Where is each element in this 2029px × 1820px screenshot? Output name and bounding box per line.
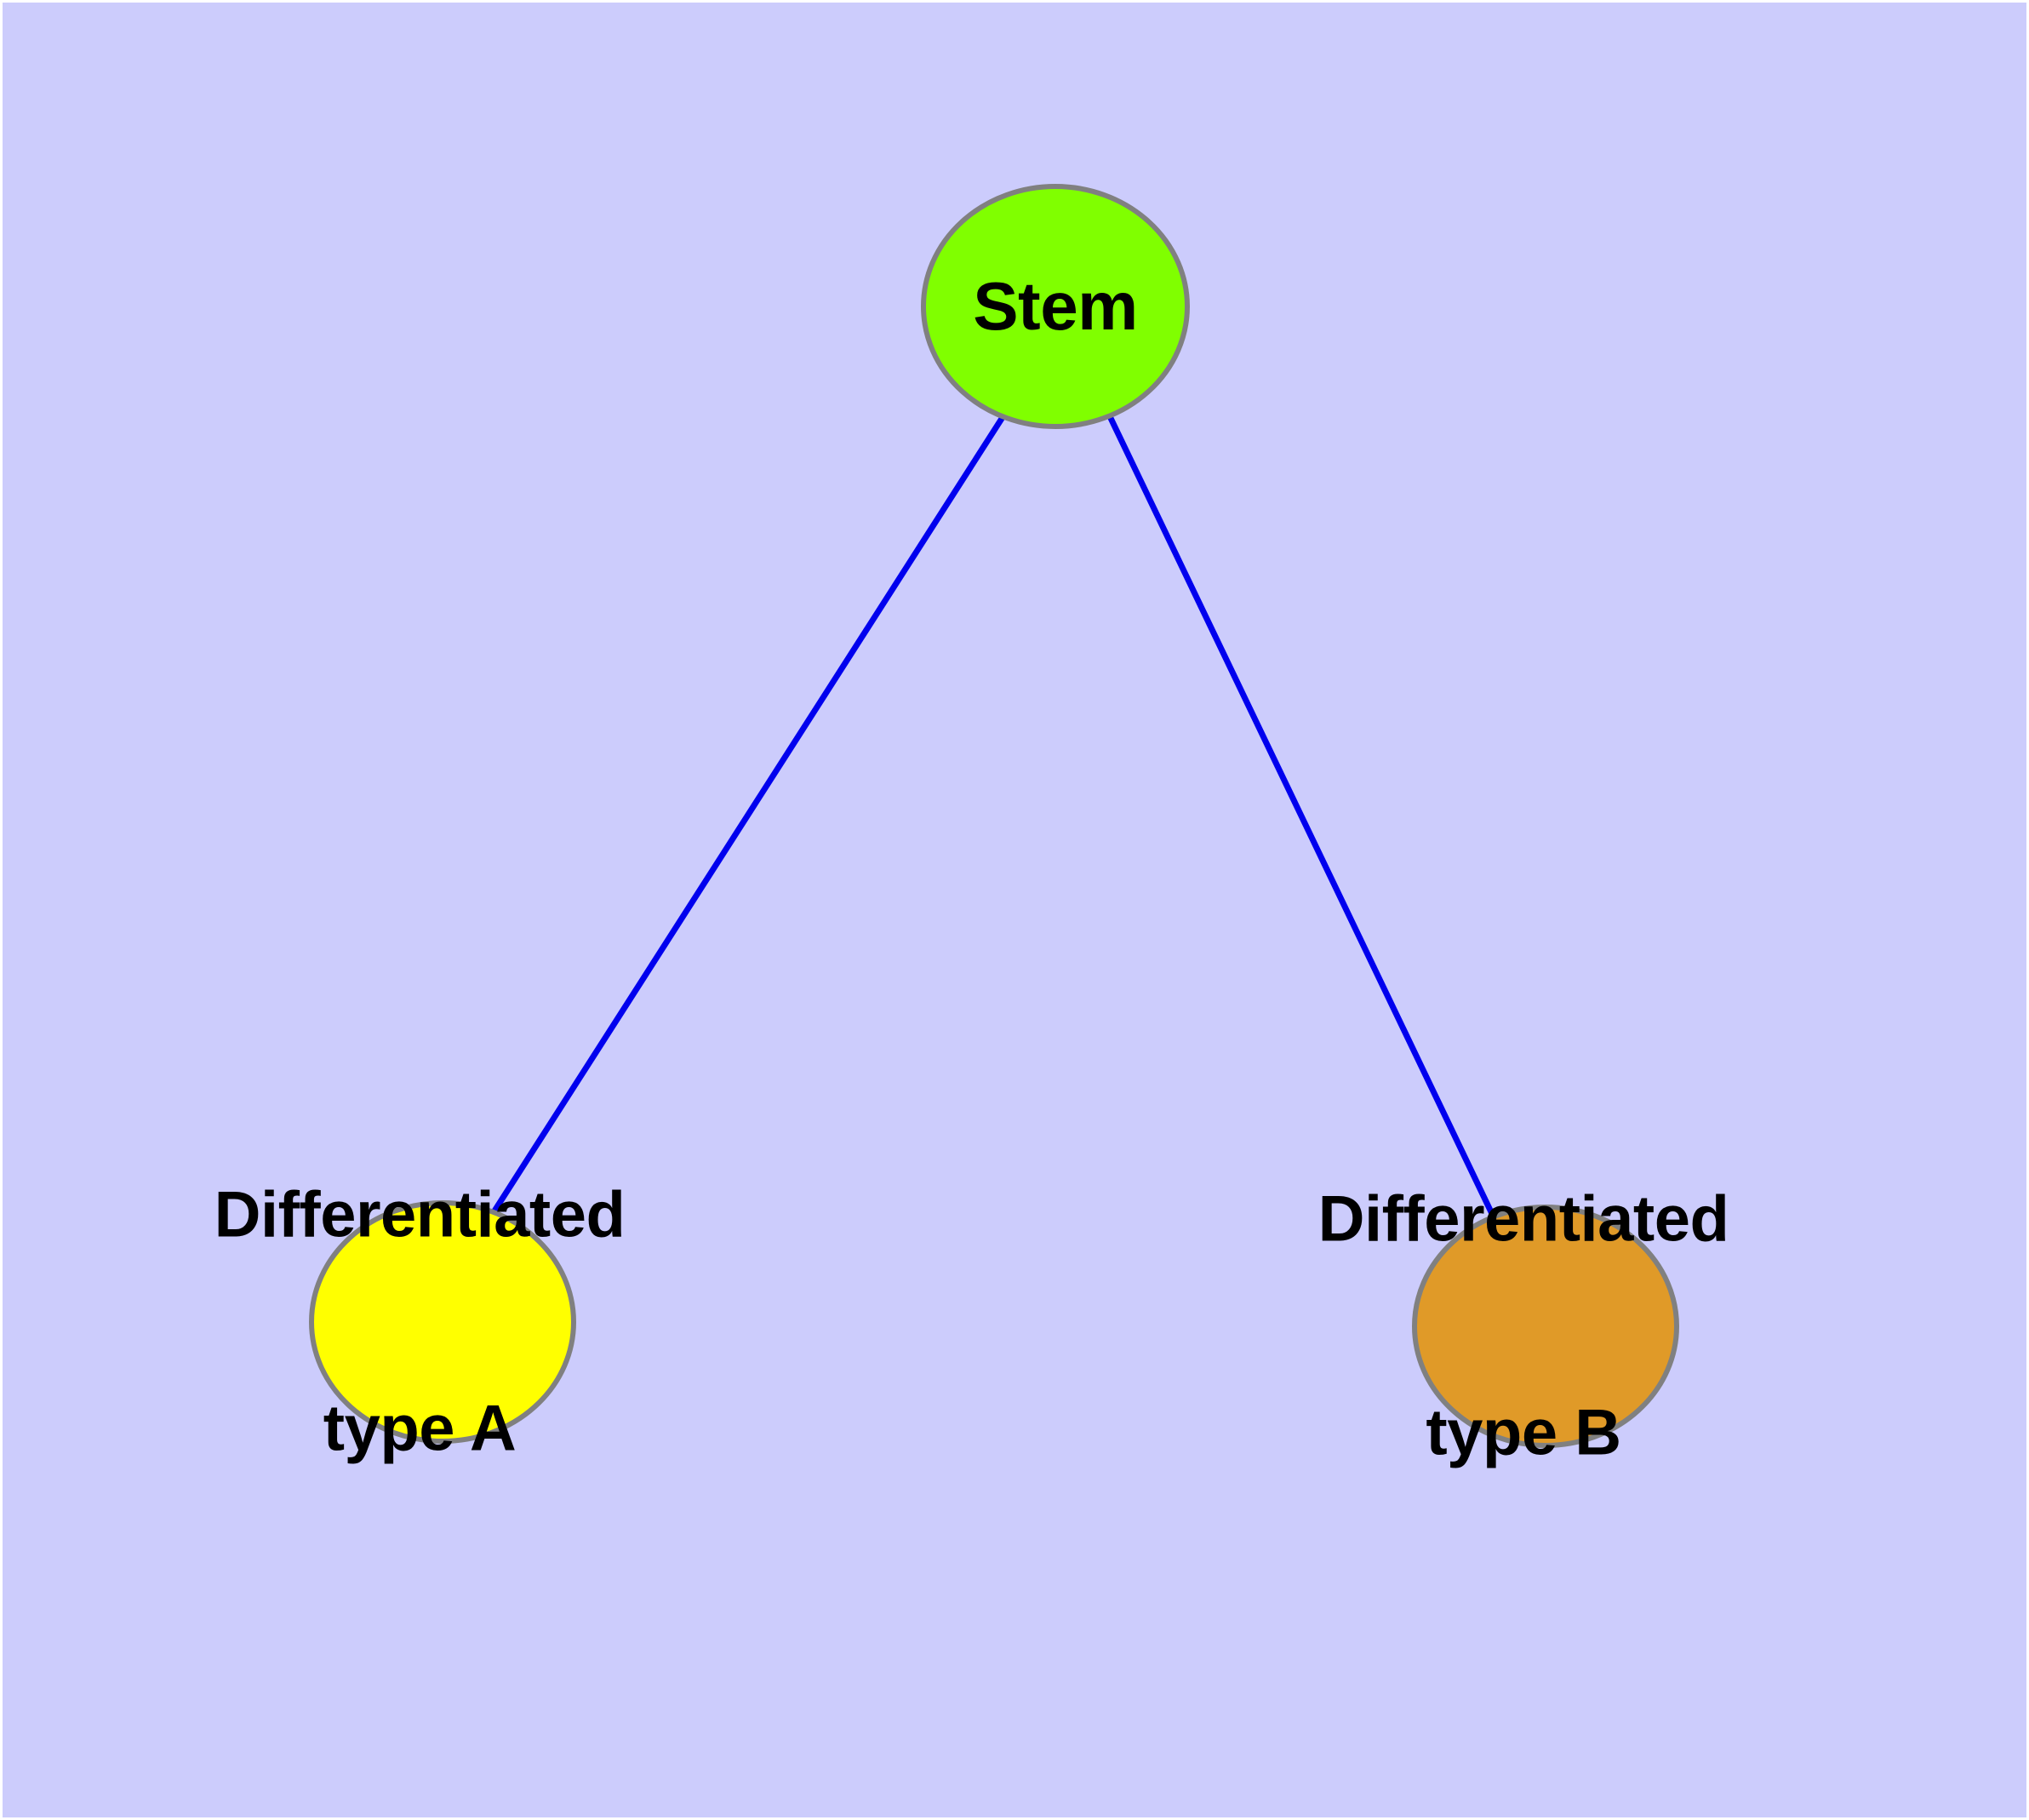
edge-stem-to-differentiated-type-b[interactable]	[1106, 413, 1497, 1219]
node-layer	[309, 184, 1679, 1448]
edge-stem-to-differentiated-type-a[interactable]	[491, 413, 1007, 1214]
node-differentiated-type-b[interactable]	[1412, 1205, 1679, 1448]
node-stem[interactable]	[921, 184, 1190, 429]
edge-layer	[491, 413, 1497, 1219]
node-differentiated-type-a[interactable]	[309, 1200, 576, 1444]
